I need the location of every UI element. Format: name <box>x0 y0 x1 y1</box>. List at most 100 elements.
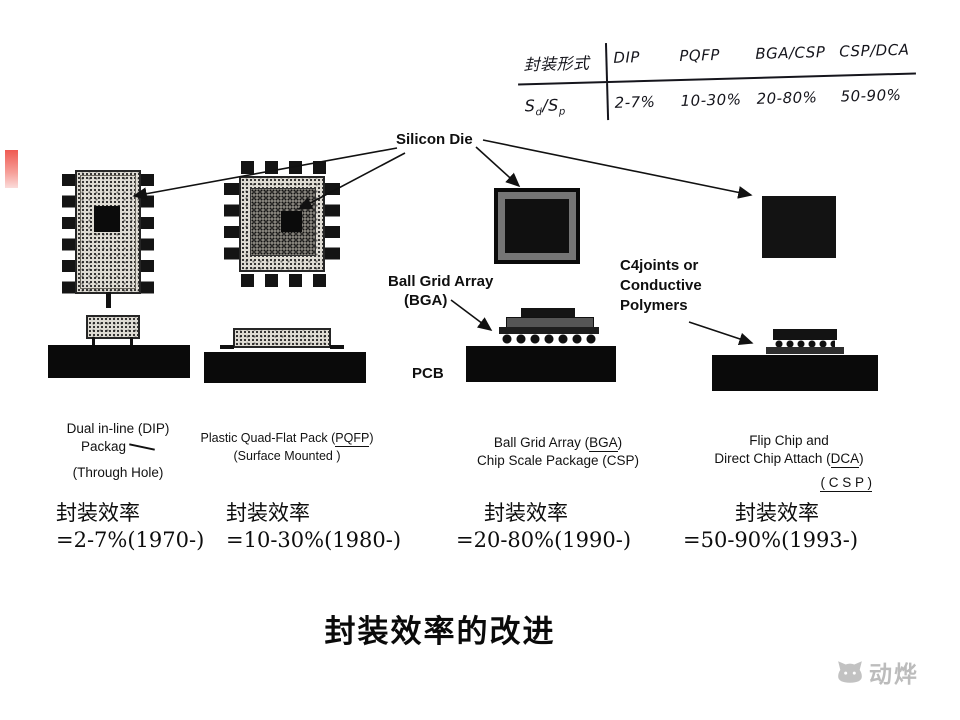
dip-caption-line1: Dual in-line (DIP) <box>66 421 170 436</box>
caption-text: ) <box>369 431 374 445</box>
dip-die <box>94 206 120 232</box>
pcb-label: PCB <box>412 365 444 382</box>
cat-logo-icon <box>838 661 862 683</box>
pqfp-bottom-pins <box>241 274 327 287</box>
bga-label-line2: (BGA) <box>404 292 448 309</box>
flipchip-pad-layer <box>766 347 844 354</box>
efficiency-text-bga: 封装效率 =20-80%(1990-) <box>456 500 631 554</box>
bga-label-line1: Ball Grid Array <box>388 273 494 290</box>
bga-side-view <box>466 306 616 382</box>
dip-side-lead-right <box>130 337 133 347</box>
table-header-csp-dca: CSP/DCA <box>839 40 910 61</box>
pqfp-caption: Plastic Quad-Flat Pack (PQFP) (Surface M… <box>198 429 376 465</box>
caption-text: ) <box>617 435 623 450</box>
table-value-csp-dca: 50-90% <box>840 85 902 106</box>
red-edge-mark <box>5 150 18 188</box>
efficiency-label: 封装效率 <box>226 501 310 525</box>
bga-side-die <box>521 308 575 317</box>
caption-text: Direct Chip Attach ( <box>714 451 831 466</box>
table-header-pqfp: PQFP <box>679 45 721 66</box>
table-value-pqfp: 10-30% <box>680 90 742 111</box>
caption-text: Plastic Quad-Flat Pack ( <box>200 431 336 445</box>
row-label-sub: p <box>558 106 566 118</box>
flipchip-caption-line1: Flip Chip and <box>749 433 829 448</box>
efficiency-text-pqfp: 封装效率 =10-30%(1980-) <box>226 500 401 554</box>
c4-label: C4joints or Conductive Polymers <box>620 256 702 316</box>
flipchip-caption-line3: ( C S P ) <box>690 474 888 492</box>
dip-pcb <box>48 345 190 378</box>
pqfp-package-top-view <box>224 161 340 287</box>
efficiency-label: 封装效率 <box>56 501 140 525</box>
dip-bottom-lead <box>106 292 111 308</box>
caption-text: Packag <box>80 439 127 454</box>
bga-caption-line2: Chip Scale Package (CSP) <box>476 453 640 468</box>
pqfp-side-lead-right <box>330 345 344 349</box>
dip-side-view <box>48 314 190 378</box>
table-header-bga-csp: BGA/CSP <box>755 42 826 63</box>
efficiency-value: =2-7%(1970-) <box>56 528 205 552</box>
c4-label-line2: Conductive <box>620 277 702 294</box>
flipchip-top-view <box>762 196 836 258</box>
watermark: 动烨 <box>836 655 919 689</box>
pqfp-caption-line2: (Surface Mounted ) <box>233 449 341 463</box>
dip-left-pins <box>62 174 77 296</box>
efficiency-text-dip: 封装效率 =2-7%(1970-) <box>56 500 204 554</box>
pqfp-die <box>281 211 302 232</box>
c4-label-line1: C4joints or <box>620 257 699 274</box>
packag-underline-mark <box>129 443 155 452</box>
slide-title: 封装效率的改进 <box>324 614 556 650</box>
bga-solder-balls <box>502 334 598 345</box>
c4-label-line3: Polymers <box>620 297 688 314</box>
efficiency-value: =20-80%(1990-) <box>456 528 632 552</box>
caption-underlined-pqfp: PQFP <box>335 431 370 447</box>
caption-text: ) <box>859 451 864 466</box>
table-value-dip: 2-7% <box>614 92 656 112</box>
row-label-part: S <box>524 96 536 116</box>
efficiency-label: 封装效率 <box>484 501 568 525</box>
bga-side-substrate <box>499 327 599 334</box>
bga-package-top-view <box>494 188 580 264</box>
efficiency-value: =50-90%(1993-) <box>683 528 859 552</box>
silicon-die-label: Silicon Die <box>396 131 473 148</box>
dip-body <box>75 170 141 294</box>
table-header-dip: DIP <box>613 48 641 67</box>
pqfp-side-lead-left <box>220 345 234 349</box>
caption-underlined-bga: BGA <box>589 435 618 452</box>
table-value-bga-csp: 20-80% <box>756 88 818 108</box>
row-label-part: /S <box>541 95 560 115</box>
dip-side-body <box>86 315 140 339</box>
flipchip-side-die <box>773 329 837 340</box>
bga-die <box>505 199 569 253</box>
flipchip-bumps <box>775 340 835 348</box>
flipchip-side-view <box>712 328 878 392</box>
dip-caption-line3: (Through Hole) <box>72 465 164 480</box>
efficiency-table: 封装形式 DIP PQFP BGA/CSP CSP/DCA Sd/Sp 2-7%… <box>517 34 917 123</box>
caption-underlined-csp: ( C S P ) <box>820 475 872 492</box>
pqfp-top-pins <box>241 161 327 174</box>
pqfp-side-body <box>233 328 331 348</box>
dip-right-pins <box>139 174 154 296</box>
pqfp-body <box>239 176 325 272</box>
bga-pcb <box>466 346 616 382</box>
bga-caption: Ball Grid Array (BGA) Chip Scale Package… <box>460 434 656 470</box>
efficiency-value: =10-30%(1980-) <box>226 528 402 552</box>
pqfp-left-pins <box>224 183 239 263</box>
caption-underlined-dca: DCA <box>830 451 860 468</box>
dip-caption: Dual in-line (DIP) Packag (Through Hole) <box>36 420 200 482</box>
table-header-package-type: 封装形式 <box>517 43 609 84</box>
dip-body-outline <box>80 175 136 289</box>
pqfp-right-pins <box>325 183 340 263</box>
flipchip-pcb <box>712 355 878 391</box>
efficiency-text-flipchip: 封装效率 =50-90%(1993-) <box>683 500 858 554</box>
flipchip-caption-line2: Direct Chip Attach (DCA) <box>690 450 888 468</box>
pqfp-caption-line1: Plastic Quad-Flat Pack (PQFP) <box>198 429 376 447</box>
bga-caption-line1: Ball Grid Array (BGA) <box>460 434 656 452</box>
dip-side-lead-left <box>92 337 95 347</box>
dip-package-top-view <box>62 168 154 314</box>
table-row-label-sd-sp: Sd/Sp <box>518 83 610 123</box>
efficiency-label: 封装效率 <box>735 501 819 525</box>
dip-caption-line2: Packag <box>36 438 200 456</box>
bga-label: Ball Grid Array (BGA) <box>388 272 493 310</box>
caption-text: Ball Grid Array ( <box>493 435 590 450</box>
